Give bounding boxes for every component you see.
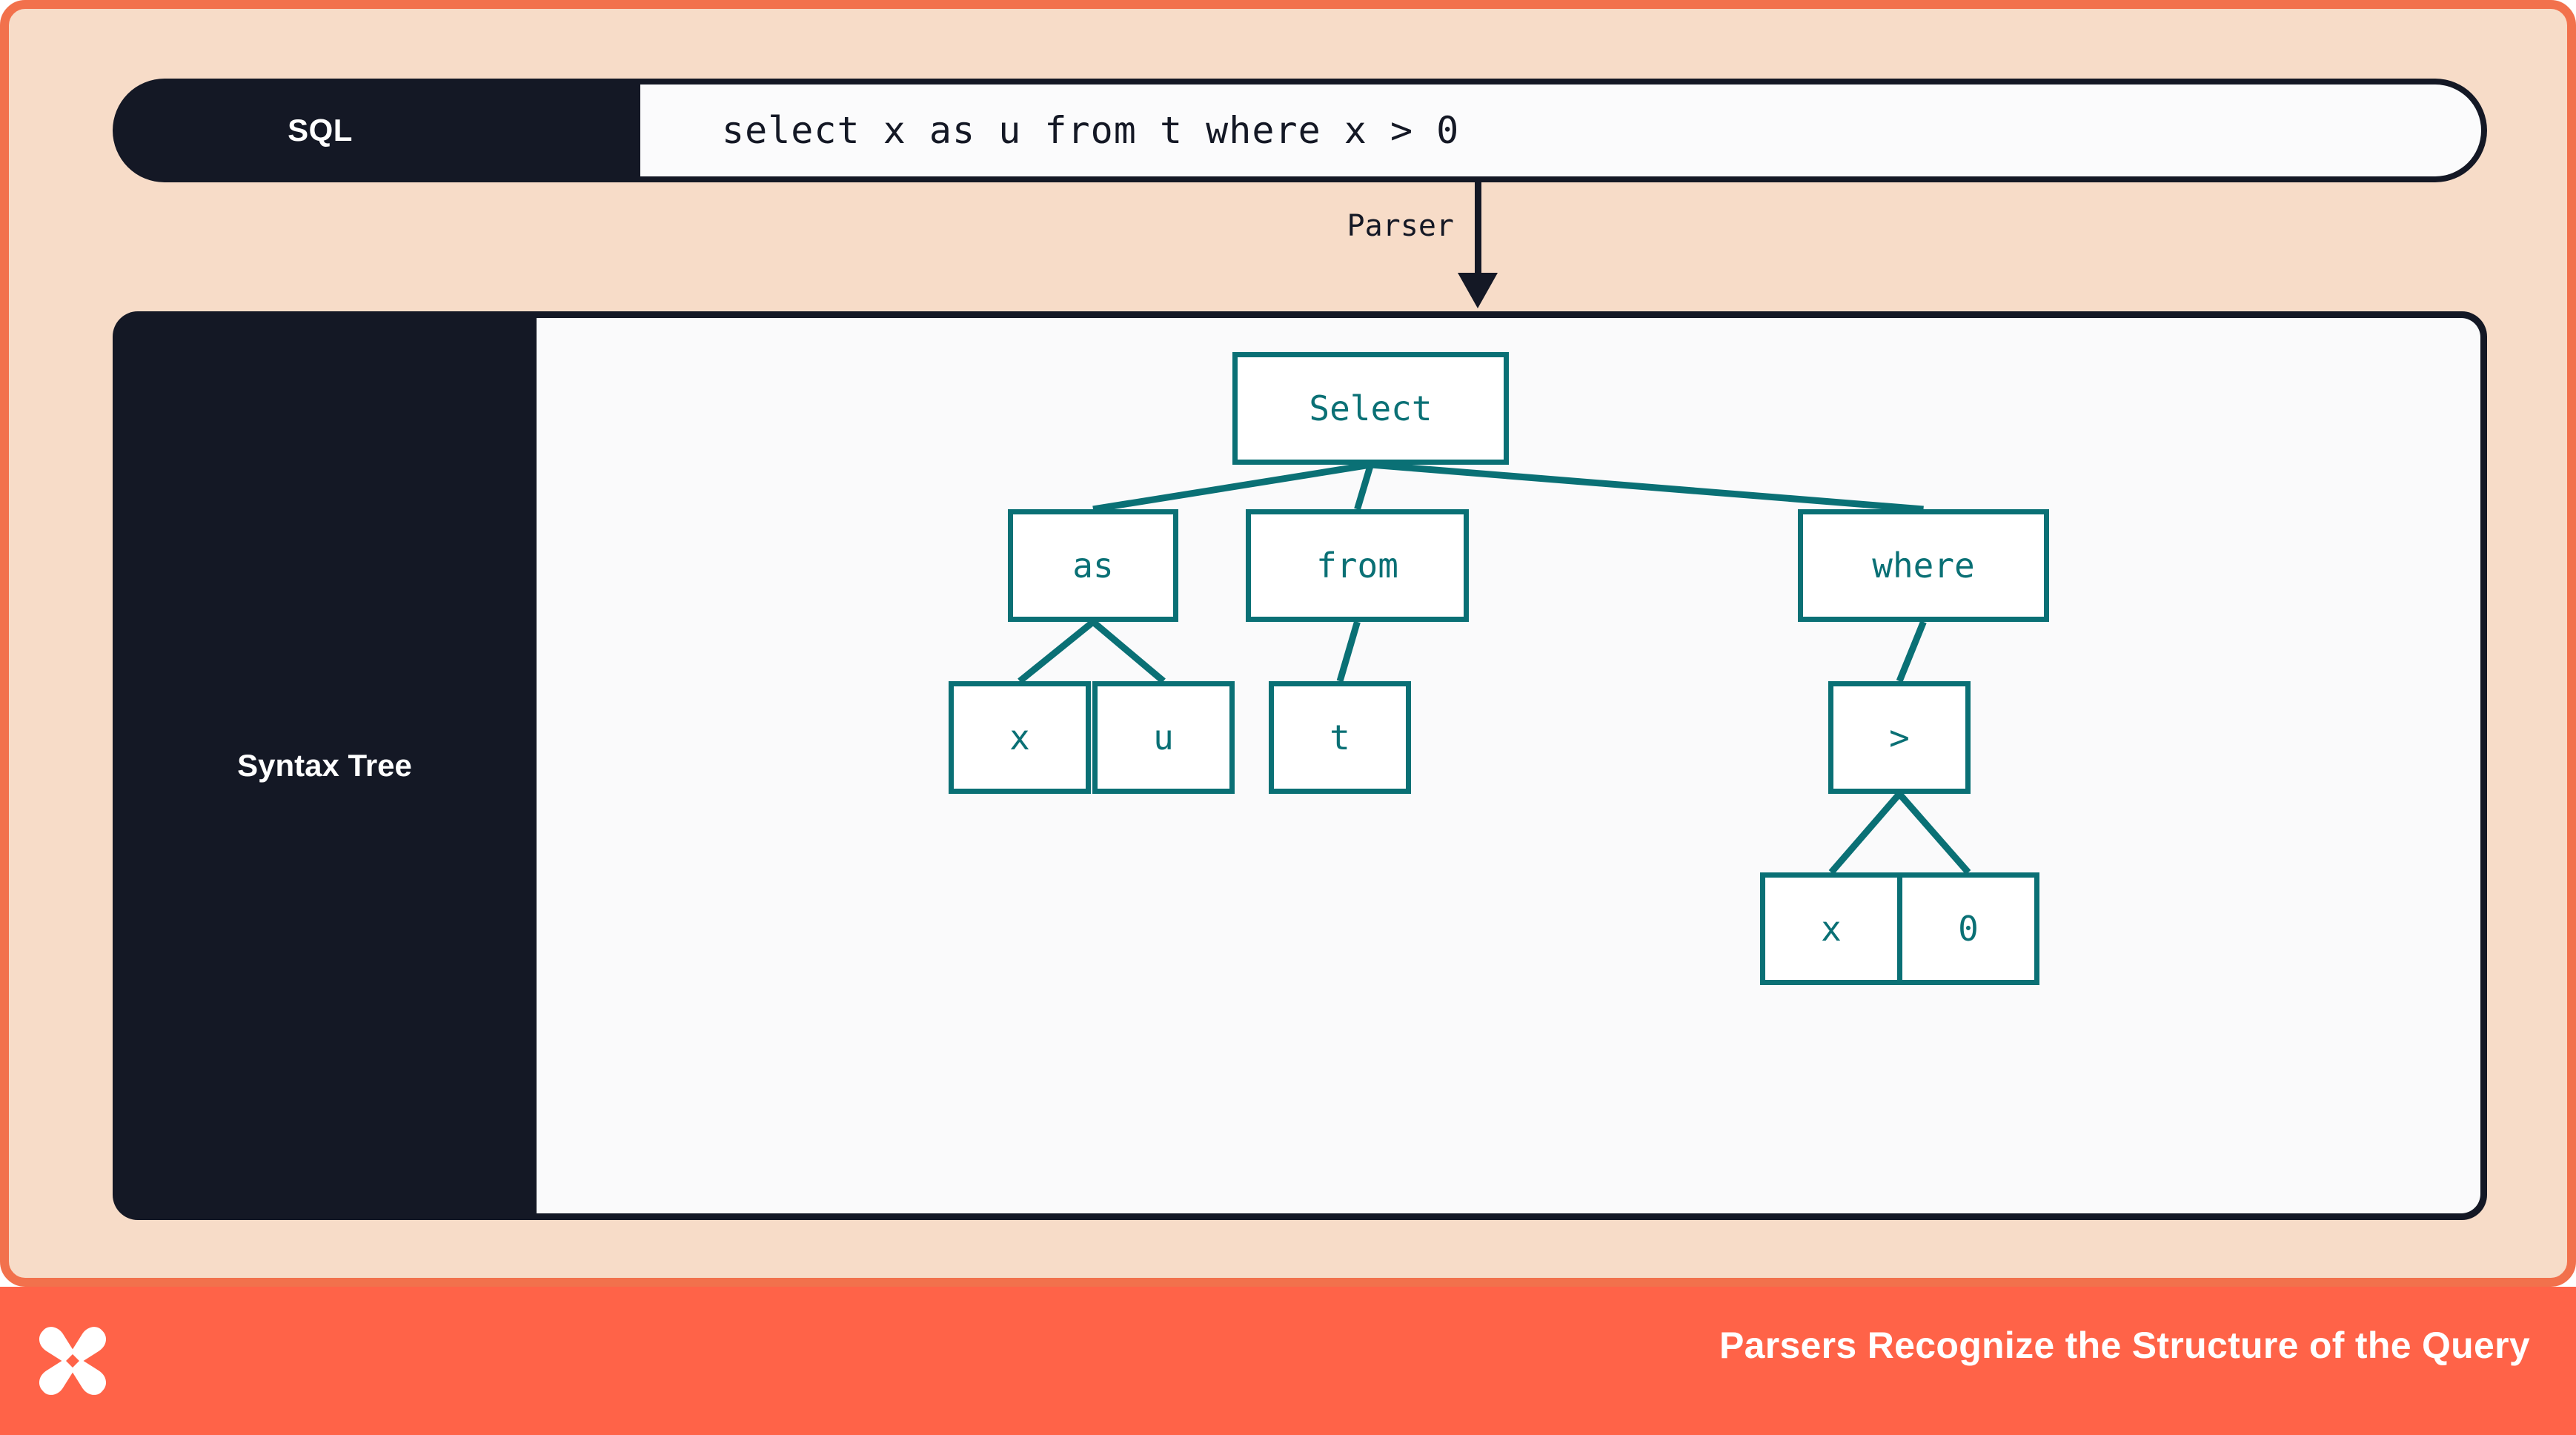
- sql-row-label: SQL: [288, 113, 353, 148]
- butterfly-x-logo-icon: [39, 1327, 107, 1395]
- arrow-down-icon-shaft: [1475, 182, 1481, 279]
- tree-node-gt-0[interactable]: 0: [1897, 872, 2039, 985]
- footer-bar: Parsers Recognize the Structure of the Q…: [0, 1287, 2576, 1435]
- parser-label: Parser: [1347, 209, 1455, 243]
- tree-edge-as-to-as-u: [1091, 619, 1166, 684]
- footer-caption: Parsers Recognize the Structure of the Q…: [1719, 1325, 2530, 1366]
- tree-node-as-u[interactable]: u: [1092, 681, 1235, 794]
- tree-node-label: from: [1316, 546, 1398, 586]
- tree-node-label: u: [1153, 718, 1174, 758]
- tree-edge-select-to-as: [1092, 461, 1372, 513]
- sql-query-text: select x as u from t where x > 0: [722, 109, 1460, 152]
- tree-node-label: x: [1821, 909, 1842, 949]
- tree-node-as-x[interactable]: x: [949, 681, 1091, 794]
- sql-input-row: SQL select x as u from t where x > 0: [113, 79, 2487, 182]
- tree-node-as[interactable]: as: [1008, 509, 1178, 622]
- tree-node-label: where: [1872, 546, 1975, 586]
- tree-edge-as-to-as-x: [1018, 619, 1095, 684]
- tree-node-from-t[interactable]: t: [1269, 681, 1411, 794]
- tree-node-where[interactable]: where: [1798, 509, 2049, 622]
- tree-node-label: Select: [1309, 388, 1433, 428]
- tree-edge-select-to-where: [1370, 461, 1924, 513]
- content-card: SQL select x as u from t where x > 0 Par…: [0, 0, 2576, 1287]
- tree-node-label: >: [1889, 718, 1910, 758]
- tree-node-label: as: [1072, 546, 1114, 586]
- syntax-tree-edges: [1018, 461, 1971, 875]
- tree-node-gt-x[interactable]: x: [1760, 872, 1902, 985]
- tree-edge-from-to-from-t: [1336, 620, 1361, 683]
- syntax-tree-canvas: Select as from where x u t > x 0: [537, 318, 2480, 1213]
- tree-edge-select-to-from: [1354, 463, 1374, 511]
- parser-transform: Parser: [1313, 182, 1624, 316]
- tree-edge-gt-to-gt-x: [1828, 792, 1902, 875]
- tree-node-gt[interactable]: >: [1828, 681, 1971, 794]
- tree-node-from[interactable]: from: [1246, 509, 1469, 622]
- tree-node-select[interactable]: Select: [1232, 352, 1509, 465]
- tree-node-label: t: [1330, 718, 1350, 758]
- syntax-tree-label: Syntax Tree: [237, 748, 412, 783]
- tree-edge-gt-to-gt-0: [1896, 792, 1971, 875]
- sql-query-field[interactable]: select x as u from t where x > 0: [640, 84, 2481, 176]
- tree-node-label: 0: [1958, 909, 1979, 949]
- syntax-tree-panel: Syntax Tree Select as from where x u t > x 0: [113, 311, 2487, 1220]
- tree-node-label: x: [1009, 718, 1030, 758]
- tree-edge-where-to-gt: [1896, 620, 1927, 683]
- arrow-down-icon-head: [1458, 273, 1498, 308]
